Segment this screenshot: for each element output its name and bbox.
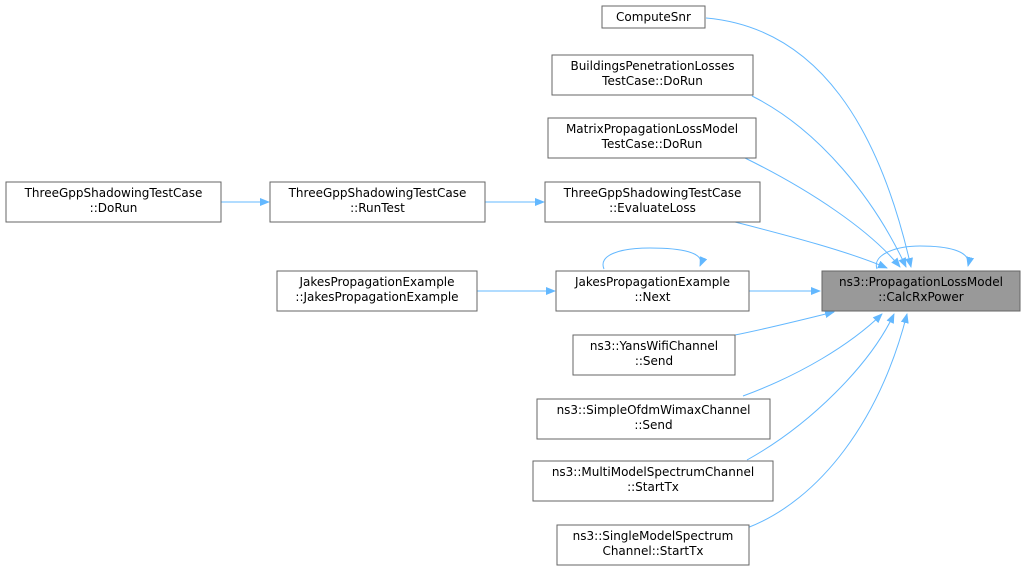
node-yans-send[interactable]: ns3::YansWifiChannel ::Send	[572, 334, 736, 376]
node-calc-rx-power-label-2: ::CalcRxPower	[878, 290, 964, 304]
node-jakes-constructor-label-1: JakesPropagationExample	[298, 275, 454, 289]
edge-matrix-to-calcrxpower	[744, 157, 901, 268]
node-jakes-constructor-label-2: ::JakesPropagationExample	[295, 290, 458, 304]
node-multi-starttx-label-2: ::StartTx	[627, 480, 679, 494]
node-single-starttx-label-1: ns3::SingleModelSpectrum	[573, 529, 734, 543]
node-evaluate-loss[interactable]: ThreeGppShadowingTestCase ::EvaluateLoss	[544, 181, 761, 223]
node-ofdm-send-label-2: ::Send	[634, 418, 672, 432]
node-matrix-propagation-label-1: MatrixPropagationLossModel	[566, 122, 738, 136]
node-calc-rx-power: ns3::PropagationLossModel ::CalcRxPower	[821, 270, 1021, 312]
node-run-test-label-1: ThreeGppShadowingTestCase	[288, 186, 467, 200]
edge-computesnr-to-calcrxpower	[705, 17, 913, 268]
node-matrix-propagation-label-2: TestCase::DoRun	[601, 137, 703, 151]
edge-calcrxpower-self-loop	[875, 245, 975, 270]
edge-ofdm-to-calcrxpower	[742, 313, 883, 397]
node-jakes-constructor[interactable]: JakesPropagationExample ::JakesPropagati…	[276, 270, 478, 312]
edge-evaluateloss-to-calcrxpower	[734, 221, 888, 269]
node-buildings-penetration-label-1: BuildingsPenetrationLosses	[570, 59, 734, 73]
edge-single-to-calcrxpower	[746, 313, 909, 529]
node-ofdm-send-label-1: ns3::SimpleOfdmWimaxChannel	[557, 403, 751, 417]
edge-yans-to-calcrxpower	[734, 310, 835, 336]
node-multi-starttx[interactable]: ns3::MultiModelSpectrumChannel ::StartTx	[532, 460, 774, 502]
node-yans-send-label-1: ns3::YansWifiChannel	[590, 339, 718, 353]
node-evaluate-loss-label-2: ::EvaluateLoss	[609, 201, 696, 215]
edge-buildings-to-calcrxpower	[751, 95, 907, 268]
node-evaluate-loss-label-1: ThreeGppShadowingTestCase	[563, 186, 742, 200]
node-jakes-next-label-2: ::Next	[634, 290, 670, 304]
node-shadowing-dorun-label-1: ThreeGppShadowingTestCase	[24, 186, 203, 200]
node-single-starttx[interactable]: ns3::SingleModelSpectrum Channel::StartT…	[556, 524, 750, 566]
edge-next-self-loop	[602, 247, 708, 270]
node-matrix-propagation[interactable]: MatrixPropagationLossModel TestCase::DoR…	[547, 117, 757, 159]
node-run-test[interactable]: ThreeGppShadowingTestCase ::RunTest	[269, 181, 486, 223]
node-multi-starttx-label-1: ns3::MultiModelSpectrumChannel	[552, 465, 754, 479]
node-run-test-label-2: ::RunTest	[350, 201, 405, 215]
node-jakes-next[interactable]: JakesPropagationExample ::Next	[555, 270, 750, 312]
node-shadowing-dorun-label-2: ::DoRun	[90, 201, 138, 215]
node-yans-send-label-2: ::Send	[635, 354, 673, 368]
node-buildings-penetration[interactable]: BuildingsPenetrationLosses TestCase::DoR…	[551, 54, 754, 96]
edge-multi-to-calcrxpower	[746, 313, 895, 461]
node-ofdm-send[interactable]: ns3::SimpleOfdmWimaxChannel ::Send	[536, 398, 771, 440]
node-jakes-next-label-1: JakesPropagationExample	[574, 275, 730, 289]
node-computesnr[interactable]: ComputeSnr	[601, 5, 706, 29]
node-calc-rx-power-label-1: ns3::PropagationLossModel	[839, 275, 1003, 289]
node-single-starttx-label-2: Channel::StartTx	[602, 544, 703, 558]
node-computesnr-label-1: ComputeSnr	[616, 10, 691, 24]
node-shadowing-dorun[interactable]: ThreeGppShadowingTestCase ::DoRun	[5, 181, 222, 223]
node-buildings-penetration-label-2: TestCase::DoRun	[601, 74, 703, 88]
